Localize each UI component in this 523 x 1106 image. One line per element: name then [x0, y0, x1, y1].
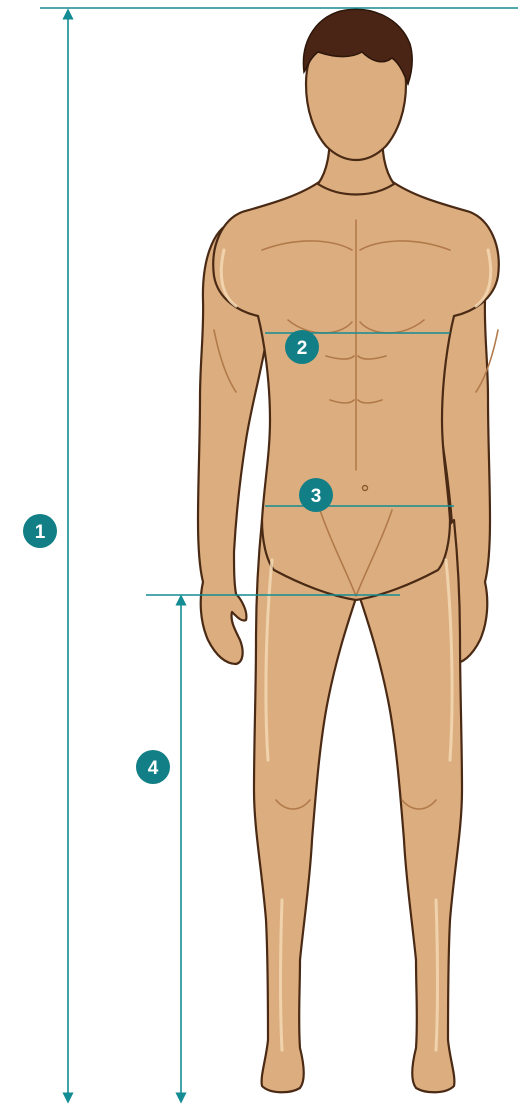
- badge-waist: 3: [299, 478, 333, 512]
- male-figure-illustration: [198, 26, 499, 1092]
- badge-inseam: 4: [136, 750, 170, 784]
- right-leg: [360, 520, 462, 1092]
- badge-height: 1: [23, 514, 57, 548]
- badge-height-number: 1: [35, 522, 46, 543]
- badge-chest-number: 2: [297, 338, 308, 359]
- badge-chest: 2: [285, 330, 319, 364]
- badge-inseam-number: 4: [148, 758, 159, 779]
- badge-waist-number: 3: [311, 486, 322, 507]
